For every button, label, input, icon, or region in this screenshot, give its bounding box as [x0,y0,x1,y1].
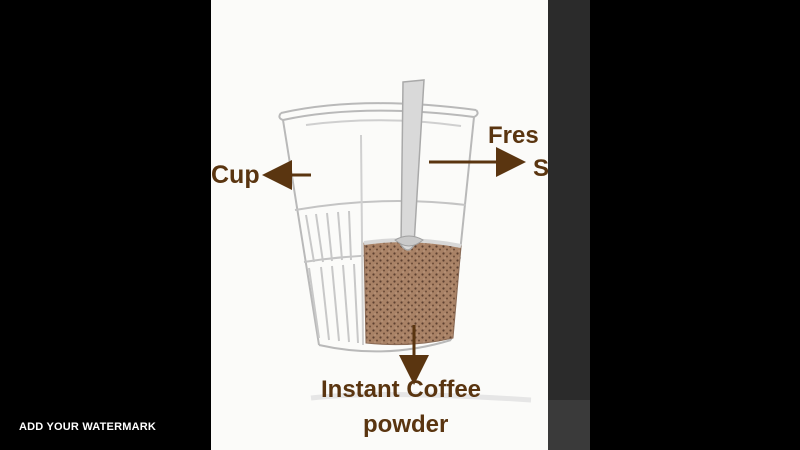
spoon-bowl [394,235,424,247]
faint-stamp [310,391,532,403]
cup-diagram [262,79,532,403]
fresh-label-line2: S [533,155,548,182]
diagram-photo: Cup Fres S Instant Coffee powder [211,0,548,450]
right-strip-shade [548,400,590,450]
watermark-text: ADD YOUR WATERMARK [19,421,157,433]
cup-label: Cup [211,161,260,189]
cup-outline [278,102,479,353]
powder-label-line1: Instant Coffee [321,376,482,403]
spoon [400,79,425,251]
right-dark-strip [548,0,590,450]
fresh-label-line1: Fres [488,122,539,149]
powder-label-line2: powder [363,411,449,438]
